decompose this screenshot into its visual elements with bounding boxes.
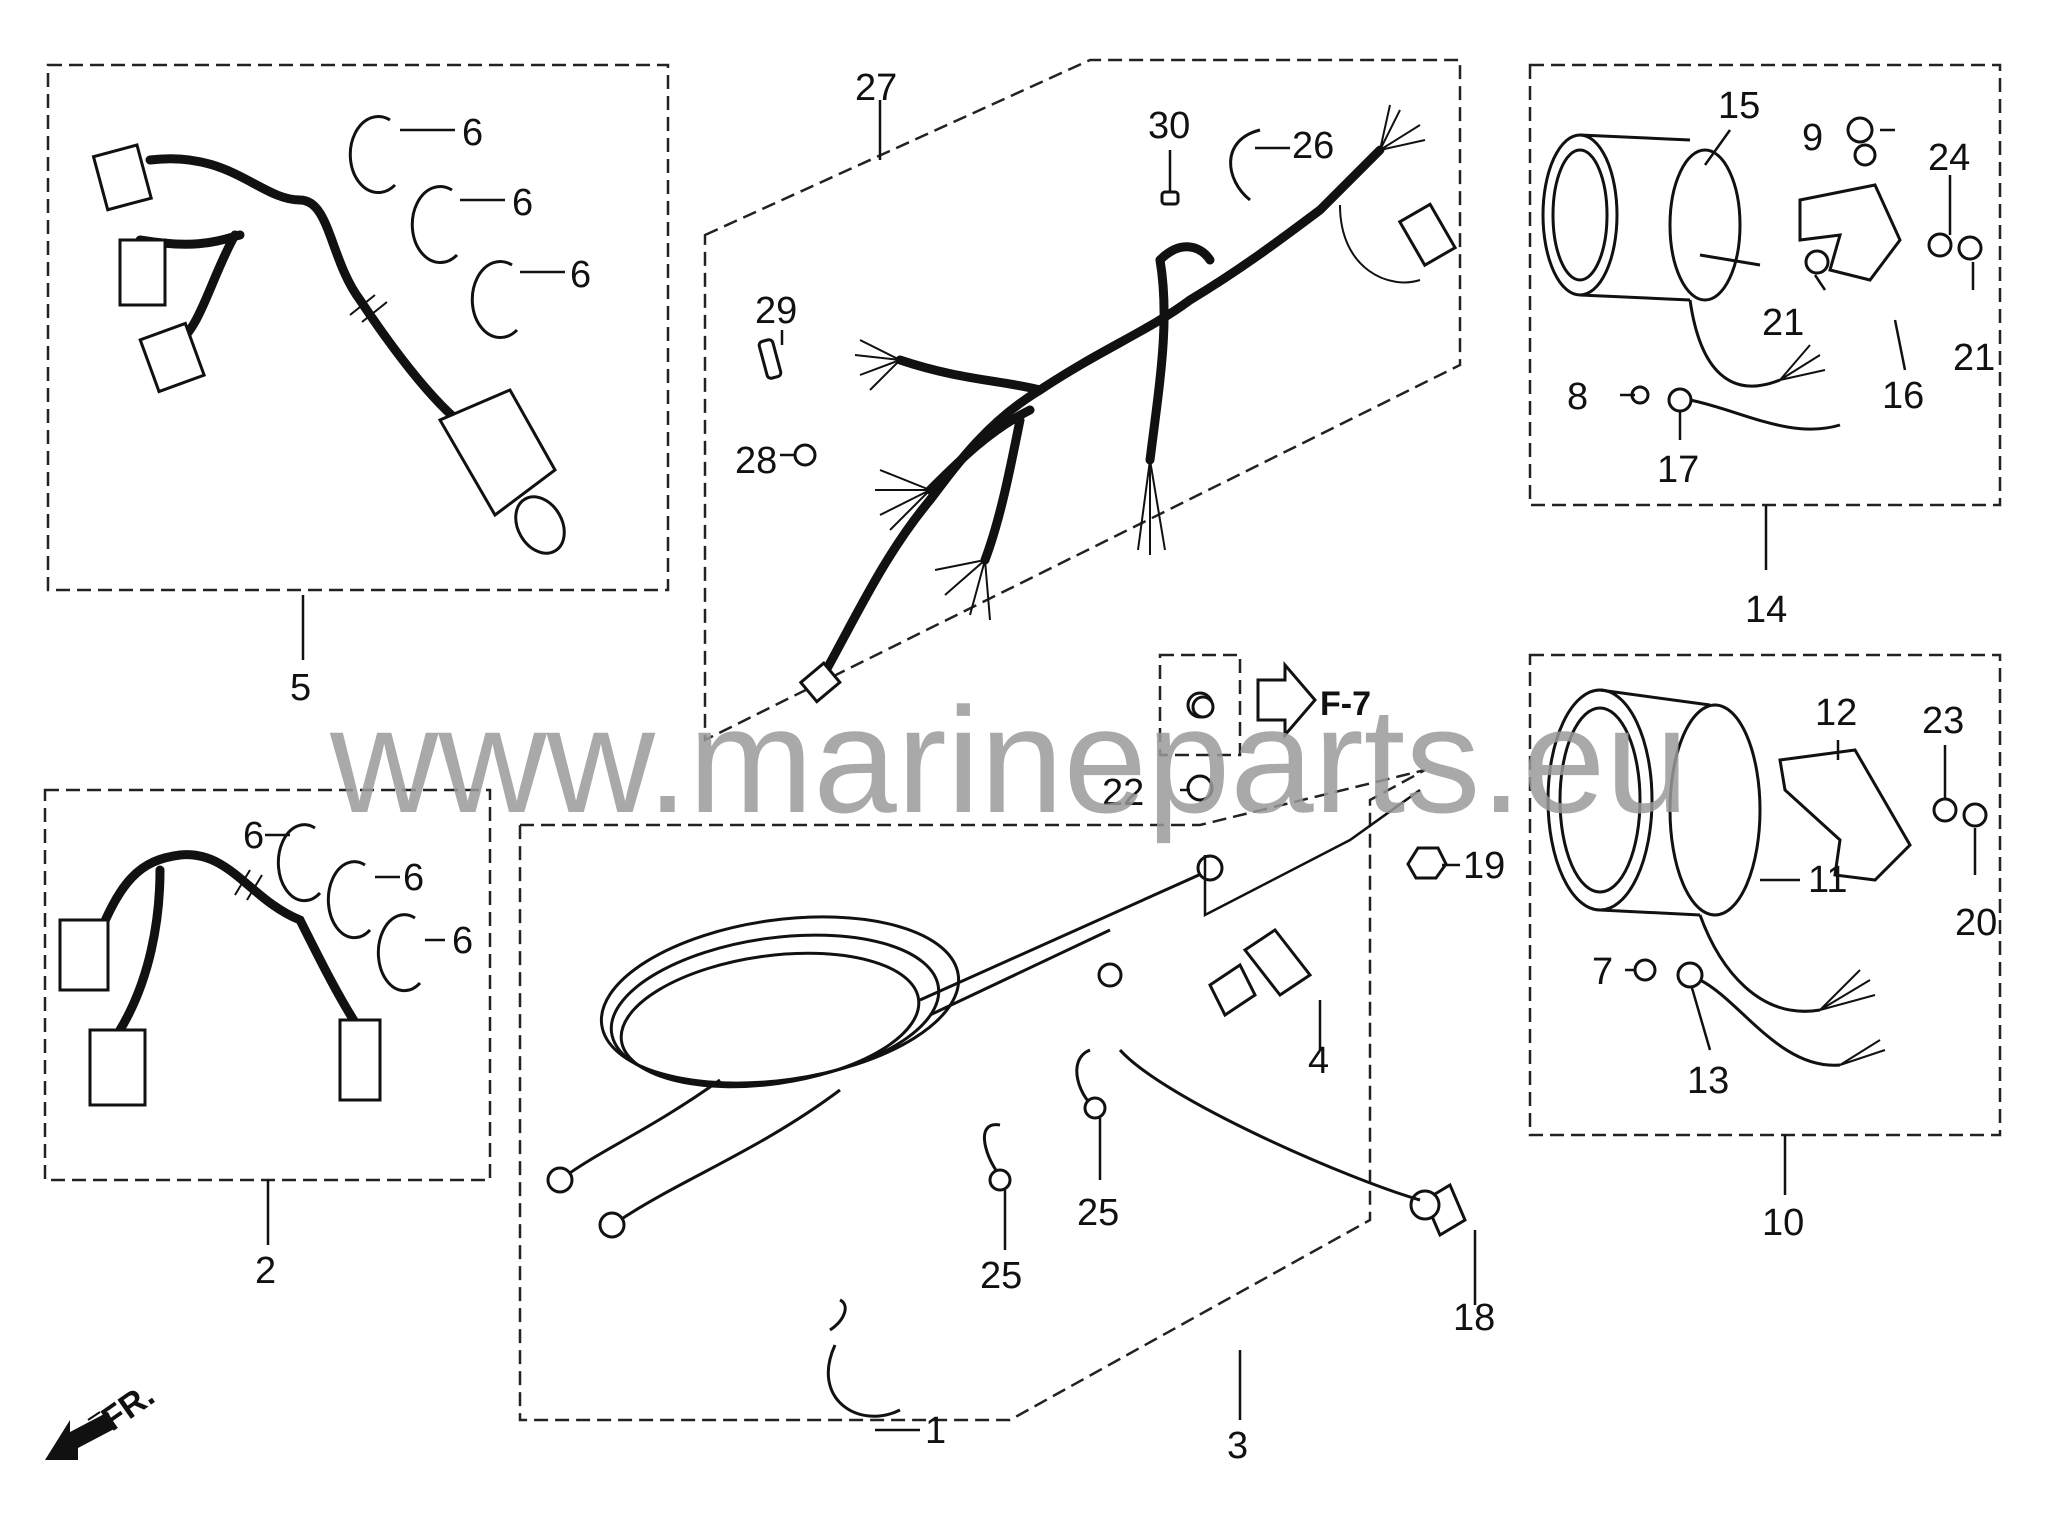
callout-9: 9 bbox=[1802, 117, 1823, 159]
front-direction-arrow-icon bbox=[45, 1411, 116, 1460]
cable-3 bbox=[546, 854, 1224, 1418]
callout-19: 19 bbox=[1463, 845, 1505, 887]
callout-29: 29 bbox=[755, 290, 797, 332]
callout-6-d: 6 bbox=[243, 815, 264, 857]
callout-25-a: 25 bbox=[980, 1255, 1022, 1297]
callout-27: 27 bbox=[855, 67, 897, 109]
callout-24: 24 bbox=[1928, 137, 1970, 179]
callout-25-b: 25 bbox=[1077, 1192, 1119, 1234]
callout-13: 13 bbox=[1687, 1060, 1729, 1102]
callout-26: 26 bbox=[1292, 125, 1334, 167]
meter-14 bbox=[1541, 116, 1983, 431]
callout-6-f: 6 bbox=[452, 920, 473, 962]
callout-14: 14 bbox=[1745, 589, 1787, 631]
leader-lines bbox=[265, 100, 1977, 1432]
watermark: www.marineparts.eu bbox=[329, 676, 1689, 844]
callout-16: 16 bbox=[1882, 375, 1924, 417]
callout-21-b: 21 bbox=[1953, 337, 1995, 379]
group-box-27 bbox=[703, 58, 1462, 743]
callout-30: 30 bbox=[1148, 105, 1190, 147]
callout-17: 17 bbox=[1657, 449, 1699, 491]
callout-6-a: 6 bbox=[462, 112, 483, 154]
callout-6-b: 6 bbox=[512, 182, 533, 224]
callout-28: 28 bbox=[735, 440, 777, 482]
callout-12: 12 bbox=[1815, 692, 1857, 734]
meter-10 bbox=[1546, 688, 1988, 1067]
callout-6-e: 6 bbox=[403, 857, 424, 899]
reference-arrow-icon bbox=[1256, 660, 1317, 740]
group-box-2 bbox=[43, 788, 492, 1182]
group-box-14 bbox=[1528, 63, 2002, 507]
callout-22: 22 bbox=[1102, 772, 1144, 814]
callout-4: 4 bbox=[1308, 1040, 1329, 1082]
callout-10: 10 bbox=[1762, 1202, 1804, 1244]
callout-18: 18 bbox=[1453, 1297, 1495, 1339]
callout-3: 3 bbox=[1227, 1425, 1248, 1467]
reference-box bbox=[1158, 653, 1242, 757]
callout-6-c: 6 bbox=[570, 254, 591, 296]
group-box-10 bbox=[1528, 653, 2002, 1137]
callout-11: 11 bbox=[1808, 859, 1847, 901]
callout-23: 23 bbox=[1922, 700, 1964, 742]
harness-2 bbox=[58, 850, 382, 1107]
callout-21-a: 21 bbox=[1762, 302, 1804, 344]
clips-6-left bbox=[276, 823, 422, 993]
clips-6-top bbox=[348, 115, 519, 340]
parts-4-18-19-22-25 bbox=[982, 691, 1467, 1238]
callout-20: 20 bbox=[1955, 902, 1997, 944]
group-box-5 bbox=[46, 63, 670, 592]
callout-7: 7 bbox=[1592, 951, 1613, 993]
harness-5 bbox=[91, 143, 566, 555]
callout-15: 15 bbox=[1718, 85, 1760, 127]
group-box-3 bbox=[518, 768, 1426, 1422]
callout-5: 5 bbox=[290, 667, 311, 709]
callout-1: 1 bbox=[925, 1410, 946, 1452]
callout-8: 8 bbox=[1567, 376, 1588, 418]
harness-27 bbox=[798, 104, 1458, 704]
callout-2: 2 bbox=[255, 1250, 276, 1292]
reference-label: F-7 bbox=[1320, 685, 1371, 723]
